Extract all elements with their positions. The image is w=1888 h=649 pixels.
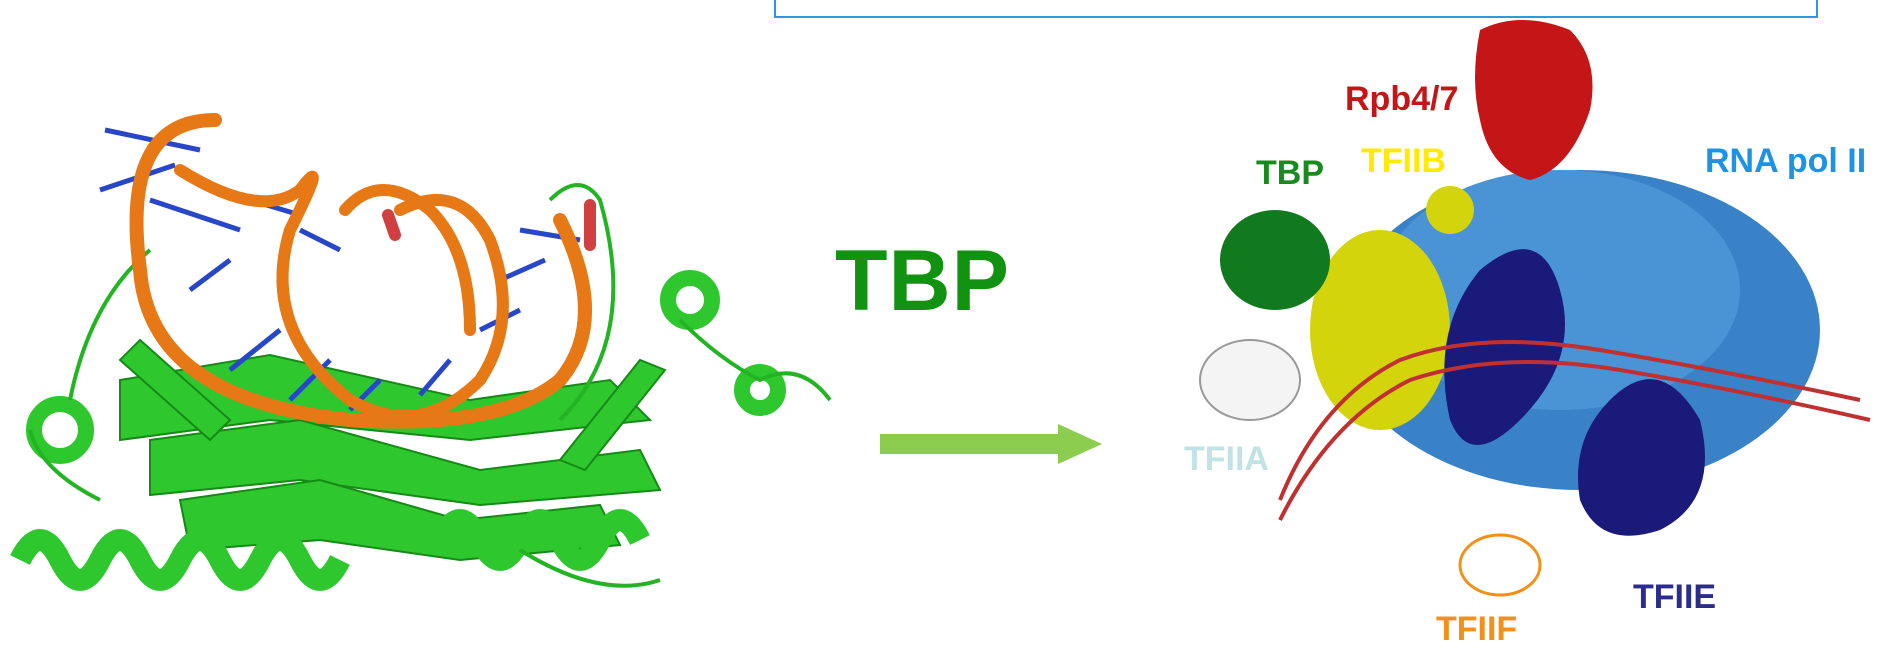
- tfiie-label: TFIIE: [1633, 578, 1716, 617]
- rnapol-label: RNA pol II: [1705, 142, 1866, 181]
- tfiib-label: TFIIB: [1361, 142, 1446, 181]
- tbp-label: TBP: [1256, 154, 1324, 193]
- tfiif-label: TFIIF: [1436, 610, 1517, 649]
- tfiia-label: TFIIA: [1184, 440, 1269, 479]
- rpb-label: Rpb4/7: [1345, 80, 1458, 119]
